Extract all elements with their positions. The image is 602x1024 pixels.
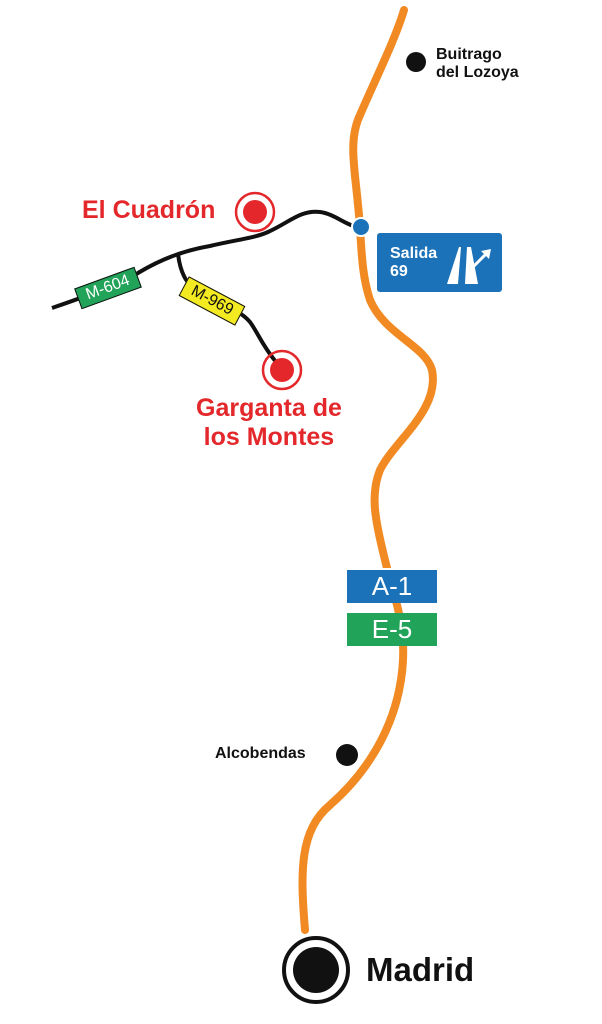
exit-sign: Salida 69 (377, 233, 502, 292)
buitrago-label: Buitrago del Lozoya (436, 46, 519, 82)
madrid-label: Madrid (366, 951, 475, 988)
a1-highway-line (298, 6, 437, 934)
exit-sign-number: 69 (390, 262, 408, 280)
alcobendas-dot (336, 744, 358, 766)
exit-junction-dot (351, 217, 371, 237)
exit-sign-label: Salida (390, 245, 438, 262)
exit-arrow-icon (447, 247, 491, 284)
buitrago-dot (406, 52, 426, 72)
cuadron-label: El Cuadrón (82, 196, 216, 224)
garganta-marker (261, 349, 303, 391)
a1-shield: A-1 (347, 568, 437, 603)
e5-shield: E-5 (347, 613, 437, 646)
alcobendas-label: Alcobendas (215, 745, 306, 762)
madrid-marker (282, 936, 350, 1004)
garganta-label: Garganta de los Montes (196, 394, 342, 451)
cuadron-marker (234, 191, 276, 233)
